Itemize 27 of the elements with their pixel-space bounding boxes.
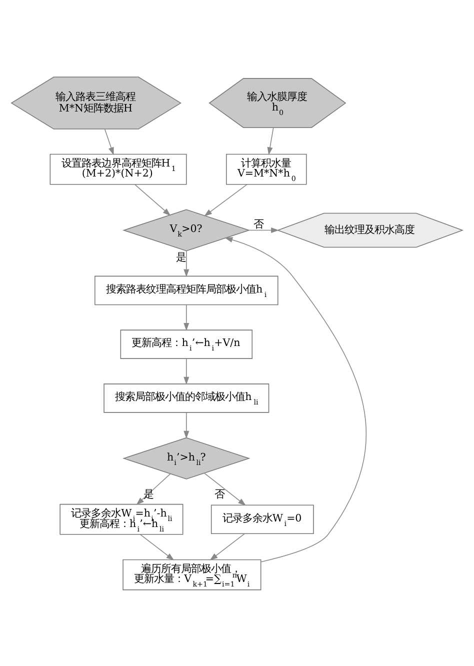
node-box: 计算积水量 V=M*N*h$_{0}$ — [226, 153, 307, 184]
arrow — [104, 128, 114, 155]
node-box: 更新高程：h$_{i}$’←h$_{i}$+V/n — [120, 329, 253, 358]
node-box: 设置路表边界高程矩阵H$_{1}$ (M+2)*(N+2) — [50, 153, 187, 184]
node-box: 搜索路表纹理高程矩阵局部极小值h$_{i}$ — [94, 275, 278, 305]
arrow — [136, 472, 171, 505]
edge-label: 是 — [143, 488, 154, 500]
arrow — [184, 250, 190, 277]
node-diamond: h$_{i}$’>h$_{li}$? — [122, 436, 250, 479]
edge-label: 否 — [253, 218, 264, 230]
arrow — [134, 184, 171, 216]
arrow — [184, 304, 190, 330]
arrow — [267, 127, 274, 155]
arrow — [204, 184, 248, 216]
arrow — [184, 358, 190, 384]
node-box: 遍历所有局部极小值， 更新水量：V$_{k+1}$=∑$_{i=1}$$^{n}$W$_{i}$ — [122, 558, 262, 590]
node-box: 记录多余水W$_{i}$=0 — [210, 504, 314, 534]
arrow — [224, 236, 366, 562]
edge-label: 否 — [214, 488, 225, 500]
node-box: 搜索局部极小值的邻域极小值h$_{li}$ — [104, 383, 270, 412]
node-box: 记录多余水W$_{i}$=h$_{i}$’-h$_{li}$ 更新高程：h$_{i}$’←h$_{li}$ — [60, 503, 184, 534]
arrow — [210, 532, 246, 560]
arrow — [204, 472, 246, 506]
arrow — [184, 412, 190, 438]
edge-label: 是 — [176, 250, 186, 263]
arrow — [140, 534, 174, 560]
arrow — [248, 227, 279, 233]
